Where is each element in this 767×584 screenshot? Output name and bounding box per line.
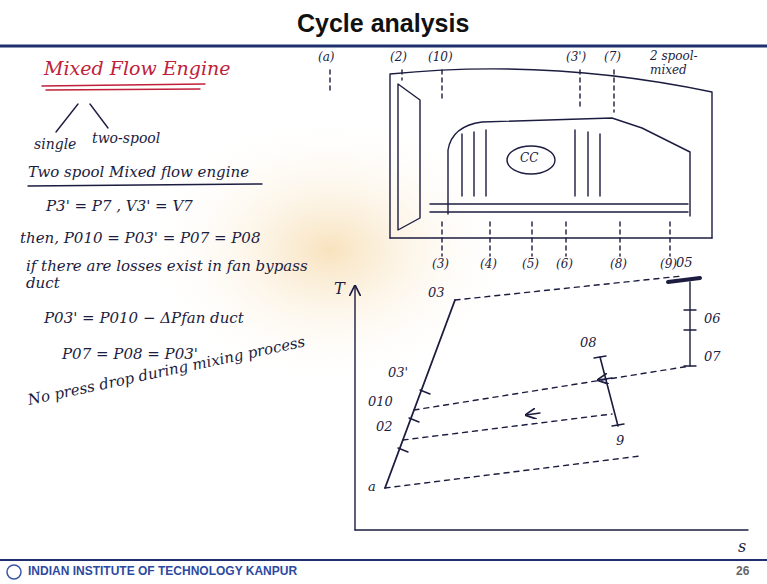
heading-note: Mixed Flow Engine (44, 58, 231, 80)
state-point: 02 (376, 420, 393, 435)
state-point: 07 (704, 350, 721, 365)
combustor (507, 146, 555, 174)
state-tick (684, 310, 696, 366)
station-number: (7) (604, 51, 621, 65)
institute-name: INDIAN INSTITUTE OF TECHNOLOGY KANPUR (28, 565, 297, 579)
configuration-note: 2 spool-mixed (650, 50, 710, 78)
isobar (414, 366, 690, 410)
station-number: (5) (522, 258, 539, 272)
state-point: 08 (580, 336, 597, 351)
state-point: 03' (388, 366, 408, 381)
station-number: (3) (432, 258, 449, 272)
isobar (385, 456, 640, 488)
equation-note: then, P010 = P03' = P07 = P08 (20, 230, 260, 247)
condition-note: if there are losses exist in fan bypass … (26, 258, 316, 293)
compressor-blades (462, 130, 486, 196)
state-point: 010 (368, 395, 393, 410)
core-casing (448, 118, 690, 216)
flow-arrow (526, 413, 540, 415)
conclusion-note: No press drop during mixing process (26, 334, 306, 410)
station-number: (6) (556, 258, 573, 272)
branch-note: single (34, 136, 76, 152)
turbine-blades (575, 130, 600, 196)
footer-rule (0, 559, 767, 561)
nozzle-expansion (600, 357, 618, 426)
spool-shaft (430, 204, 688, 212)
header-rule (0, 45, 767, 48)
station-marker (330, 70, 614, 112)
state-point: 05 (676, 256, 693, 271)
isobar (455, 276, 682, 300)
state-mark (668, 278, 700, 282)
branch-note: two-spool (92, 130, 160, 146)
state-point: a (368, 480, 376, 495)
state-tick (594, 356, 624, 426)
state-point: 06 (704, 312, 721, 327)
footer-logo (7, 565, 21, 579)
axis-label: T (334, 280, 345, 298)
equation-note: P3' = P7 , V3' = V7 (46, 198, 193, 215)
station-number: (8) (610, 258, 627, 272)
engine-bottom (390, 237, 712, 238)
station-number: (9) (660, 258, 677, 272)
station-marker (442, 222, 670, 256)
branch-stroke (56, 104, 108, 132)
state-point: 03 (428, 286, 445, 301)
component-label: CC (520, 152, 538, 166)
station-number: (10) (428, 51, 453, 65)
heading-note: Two spool Mixed flow engine (28, 164, 249, 181)
axis-label: s (738, 538, 746, 556)
slide-title: Cycle analysis (297, 9, 469, 38)
compression-line (385, 300, 455, 488)
temperature-axis (354, 286, 355, 530)
state-point: 9 (616, 434, 624, 449)
page-number: 26 (736, 565, 749, 579)
isobar (403, 414, 612, 440)
title-underline (42, 84, 205, 90)
station-number: (3') (566, 51, 586, 65)
station-number: (a) (318, 51, 335, 65)
fan-blade (398, 84, 420, 230)
engine-nacelle (390, 69, 712, 238)
state-tick (398, 390, 430, 452)
station-number: (2) (390, 51, 407, 65)
entropy-axis (355, 529, 748, 530)
expansion-line (689, 282, 690, 366)
heading-underline (28, 184, 262, 186)
station-number: (4) (480, 258, 497, 272)
equation-note: P03' = P010 − ΔPfan duct (44, 310, 244, 327)
